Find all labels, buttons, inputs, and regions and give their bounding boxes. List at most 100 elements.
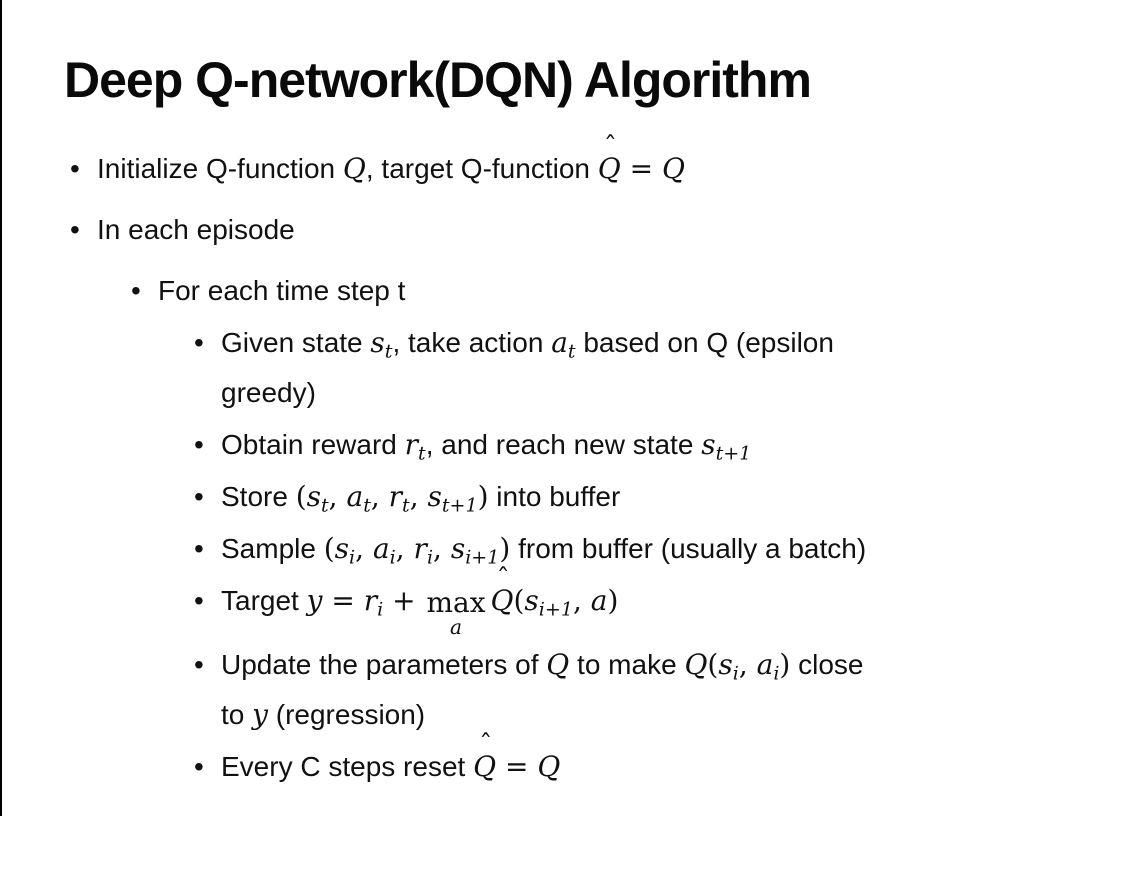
- math-delimiter: ,: [355, 532, 373, 565]
- bullet-marker: •: [70, 214, 80, 245]
- max-operator-name: max: [426, 585, 486, 619]
- math-subscript: i: [426, 546, 434, 569]
- math-variable: rt: [404, 428, 426, 465]
- math-subscript: i: [349, 546, 356, 569]
- math-variable-base: Q: [490, 584, 514, 617]
- math-variable: st: [306, 480, 329, 517]
- math-subscript: t+1: [715, 442, 752, 465]
- math-variable: si+1: [450, 532, 500, 569]
- math-subscript: t: [418, 442, 426, 465]
- hat-accent: ˆ: [603, 130, 618, 162]
- bullet-item: •Given state st, take action at based on…: [194, 318, 1090, 418]
- bullet-list: •Initialize Q-function Q, target Q-funct…: [64, 133, 1090, 792]
- bullet-marker: •: [194, 585, 204, 616]
- text-segment: from buffer (usually a batch): [510, 533, 867, 564]
- math-subscript: t: [567, 340, 576, 363]
- text-segment: Sample: [221, 533, 324, 564]
- bullet-marker: •: [194, 481, 204, 512]
- math-delimiter: ,: [409, 480, 428, 513]
- text-segment: based on Q (epsilon: [575, 327, 834, 358]
- math-subscript: i: [773, 662, 780, 685]
- text-segment: greedy): [221, 377, 316, 408]
- math-variable: si: [334, 532, 356, 569]
- text-segment: to: [221, 699, 253, 731]
- text-segment: Obtain reward: [221, 429, 405, 460]
- bullet-item: •For each time step t: [131, 266, 1090, 316]
- bullet-item: •Initialize Q-function Q, target Q-funct…: [70, 133, 1090, 194]
- bullet-content: Store (st, at, rt, st+1) into buffer: [221, 472, 1081, 522]
- math-delimiter: ,: [370, 480, 389, 513]
- bullet-item: • In each episode: [70, 205, 1090, 255]
- math-variable-base: Q: [597, 152, 621, 185]
- math-subscript: i+1: [465, 546, 500, 569]
- math-variable: si: [718, 648, 739, 685]
- text-segment: into buffer: [488, 481, 621, 512]
- math-subscript: i: [389, 546, 396, 569]
- math-variable: si+1: [524, 584, 573, 621]
- bullet-marker: •: [194, 751, 204, 783]
- text-segment: Target: [221, 585, 307, 616]
- text-segment: For each time step t: [158, 275, 406, 306]
- window-left-edge: [0, 0, 2, 816]
- bullet-content: Obtain reward rt, and reach new state st…: [221, 420, 1081, 470]
- math-variable: at: [346, 480, 371, 517]
- bullet-marker: •: [194, 327, 204, 358]
- text-segment: Initialize Q-function: [97, 153, 343, 184]
- math-subscript: t: [363, 494, 371, 517]
- math-delimiter: (: [323, 532, 335, 565]
- bullet-content: Update the parameters of Q to make Q(si,…: [221, 640, 1081, 740]
- math-variable: ri: [363, 584, 384, 621]
- math-subscript: t: [321, 494, 329, 517]
- text-segment: close: [790, 649, 864, 681]
- math-variable: st+1: [427, 480, 478, 517]
- math-variable: Q: [684, 648, 708, 682]
- text-segment: to make: [569, 649, 685, 681]
- math-delimiter: (: [513, 584, 525, 617]
- bullet-marker: •: [194, 429, 204, 460]
- math-subscript: i: [377, 598, 384, 621]
- math-delimiter: =: [620, 152, 662, 185]
- bullet-marker: •: [194, 533, 204, 564]
- bullet-item: • Obtain reward rt, and reach new state s…: [194, 420, 1090, 470]
- text-segment: In each episode: [97, 214, 295, 245]
- math-variable: rt: [388, 480, 410, 517]
- text-segment: (regression): [267, 699, 426, 731]
- bullet-content: Given state st, take action at based on …: [221, 318, 1081, 418]
- math-variable: Q: [546, 648, 570, 682]
- math-subscript: t: [402, 494, 410, 517]
- math-variable: y: [306, 584, 323, 617]
- math-delimiter: ,: [738, 648, 757, 682]
- math-variable-base: Q: [473, 750, 497, 784]
- math-delimiter: ,: [395, 532, 414, 565]
- math-variable: at: [551, 326, 576, 363]
- math-delimiter: ,: [328, 480, 347, 513]
- hat-accent: ˆ: [479, 729, 493, 761]
- bullet-content: In each episode: [97, 205, 957, 255]
- math-subscript: t+1: [441, 494, 478, 517]
- text-segment: Given state: [221, 327, 371, 358]
- math-variable: st: [370, 326, 393, 363]
- math-delimiter: ): [499, 532, 511, 565]
- text-segment: Every C steps reset: [221, 751, 474, 783]
- math-delimiter: ,: [433, 532, 451, 565]
- text-segment: , and reach new state: [425, 429, 702, 460]
- math-variable: ri: [413, 532, 434, 569]
- slide: Deep Q-network(DQN) Algorithm •Initializ…: [64, 52, 1090, 792]
- math-variable: st+1: [701, 428, 752, 465]
- bullet-item: • Store (st, at, rt, st+1) into buffer: [194, 472, 1090, 522]
- bullet-item: •Update the parameters of Q to make Q(si…: [194, 640, 1090, 740]
- math-delimiter: (: [707, 648, 719, 682]
- math-delimiter: ): [779, 648, 791, 682]
- math-variable: Q: [537, 750, 561, 784]
- math-delimiter: +: [383, 584, 425, 617]
